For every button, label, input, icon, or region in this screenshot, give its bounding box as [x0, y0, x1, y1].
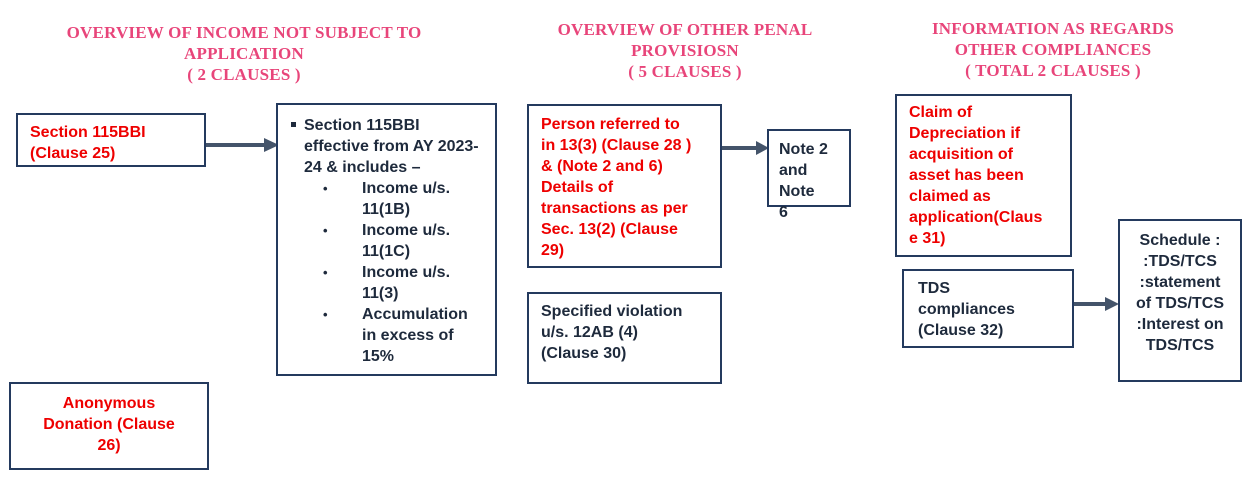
heading-line: ( 2 CLAUSES ) — [187, 65, 301, 84]
box-line: Depreciation if — [909, 125, 1021, 142]
person-referred-box: Person referred to in 13(3) (Clause 28 )… — [527, 104, 722, 268]
section-115bbi-details-box: Section 115BBI effective from AY 2023-24… — [276, 103, 497, 376]
heading-income-not-subject: OVERVIEW OF INCOME NOT SUBJECT TO APPLIC… — [44, 22, 444, 85]
box-line: Specified violation — [541, 303, 683, 320]
specified-violation-box: Specified violation u/s. 12AB (4) (Claus… — [527, 292, 722, 384]
depreciation-box: Claim of Depreciation if acquisition of … — [895, 94, 1072, 257]
heading-line: OTHER COMPLIANCES — [954, 40, 1152, 59]
box-line: TDS — [918, 280, 950, 297]
heading-line: PROVISIOSN — [631, 41, 739, 60]
section-115bbi-box: Section 115BBI (Clause 25) — [16, 113, 206, 167]
box-line: claimed as — [909, 188, 991, 205]
heading-line: ( 5 CLAUSES ) — [628, 62, 742, 81]
box-line: Person referred to — [541, 116, 680, 133]
list-item: Income u/s. 11(3) — [290, 262, 487, 304]
box-line: 6 — [779, 204, 788, 221]
box-line: Schedule : — [1139, 232, 1221, 249]
heading-line: OVERVIEW OF INCOME NOT SUBJECT TO — [66, 23, 422, 42]
box-line: Note 2 — [779, 141, 828, 158]
list-item: Income u/s. 11(1C) — [290, 220, 487, 262]
box-line: in 13(3) (Clause 28 ) — [541, 137, 692, 154]
box-line: Sec. 13(2) (Clause — [541, 221, 678, 238]
details-intro: Section 115BBI effective from AY 2023-24… — [290, 115, 487, 178]
box-line: application(Claus — [909, 209, 1043, 226]
heading-line: OVERVIEW OF OTHER PENAL — [557, 20, 813, 39]
box-line: :TDS/TCS — [1143, 253, 1217, 270]
box-line: :Interest on — [1136, 316, 1224, 333]
list-item: Income u/s. 11(1B) — [290, 178, 487, 220]
tds-compliances-box: TDS compliances (Clause 32) — [902, 269, 1074, 348]
heading-line: INFORMATION AS REGARDS — [931, 19, 1175, 38]
box-line: compliances — [918, 301, 1015, 318]
box-line: (Clause 25) — [30, 145, 116, 162]
heading-penal-provisions: OVERVIEW OF OTHER PENAL PROVISIOSN ( 5 C… — [530, 19, 840, 82]
box-line: transactions as per — [541, 200, 688, 217]
note-box: Note 2 and Note 6 — [767, 129, 851, 221]
arrow-right-icon — [722, 141, 769, 155]
box-line: 26) — [97, 437, 121, 454]
box-line: (Clause 30) — [541, 345, 627, 362]
list-item: Accumulation in excess of 15% — [290, 304, 487, 367]
box-line: of TDS/TCS — [1136, 295, 1224, 312]
arrow-right-icon — [206, 138, 279, 152]
anonymous-donation-box: Anonymous Donation (Clause 26) — [9, 382, 209, 470]
box-line: e 31) — [909, 230, 946, 247]
arrow-right-icon — [1074, 297, 1119, 311]
heading-other-compliances: INFORMATION AS REGARDS OTHER COMPLIANCES… — [898, 18, 1208, 81]
heading-line: APPLICATION — [184, 44, 304, 63]
box-line: u/s. 12AB (4) — [541, 324, 638, 341]
box-line: Section 115BBI — [30, 124, 146, 141]
schedule-box: Schedule : :TDS/TCS :statement of TDS/TC… — [1118, 219, 1242, 382]
box-line: Details of — [541, 179, 614, 196]
box-line: TDS/TCS — [1145, 337, 1215, 354]
box-line: Claim of — [909, 104, 973, 121]
box-line: 29) — [541, 242, 565, 259]
box-line: and Note — [779, 162, 815, 200]
box-line: asset has been — [909, 167, 1024, 184]
box-line: Donation (Clause — [43, 416, 175, 433]
box-line: :statement — [1139, 274, 1221, 291]
box-line: & (Note 2 and 6) — [541, 158, 663, 175]
box-line: (Clause 32) — [918, 322, 1004, 339]
heading-line: ( TOTAL 2 CLAUSES ) — [965, 61, 1141, 80]
box-line: acquisition of — [909, 146, 1013, 163]
box-line: Anonymous — [62, 395, 156, 412]
